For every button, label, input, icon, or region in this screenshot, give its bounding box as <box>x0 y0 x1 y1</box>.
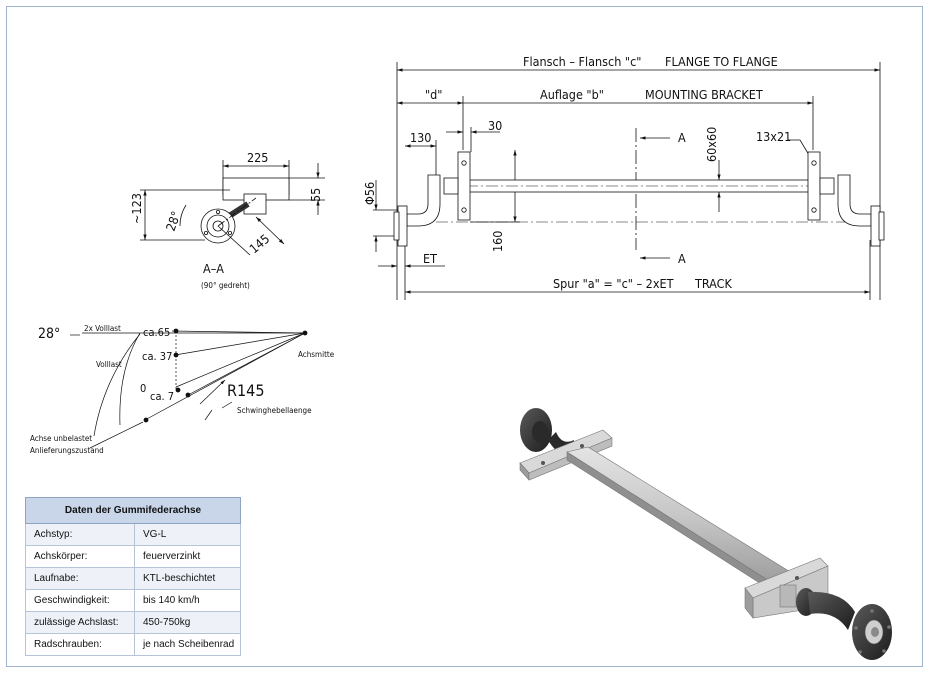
flange-label-de: Flansch – Flansch "c" <box>523 54 641 69</box>
dim-130: 130 <box>410 130 431 145</box>
table-row: Achskörper:feuerverzinkt <box>25 545 241 568</box>
table-value: 450-750kg <box>134 611 241 634</box>
section-a-top: A <box>678 130 686 145</box>
table-row: zulässige Achslast:450-750kg <box>25 611 241 634</box>
table-key: Achstyp: <box>25 523 135 546</box>
track-label-en: TRACK <box>694 276 732 291</box>
dim-30: 30 <box>488 118 502 133</box>
label-2x-full-load: 2x Volllast <box>84 324 121 333</box>
label-zero: 0 <box>140 382 146 395</box>
table-row: Achstyp:VG-L <box>25 523 241 546</box>
table-value: KTL-beschichtet <box>134 567 241 590</box>
dim-55: 55 <box>308 188 323 202</box>
label-ca37: ca. 37 <box>142 350 172 363</box>
front-view-labels: Flansch – Flansch "c" FLANGE TO FLANGE "… <box>362 54 791 291</box>
label-axle-center: Achsmitte <box>298 350 335 359</box>
table-key: Geschwindigkeit: <box>25 589 135 612</box>
section-note: (90° gedreht) <box>201 281 250 290</box>
swing-angle: 28° <box>38 326 60 342</box>
table-key: Radschrauben: <box>25 633 135 656</box>
mounting-label-en: MOUNTING BRACKET <box>645 87 763 102</box>
dim-28deg: 28° <box>163 209 184 233</box>
dim-13x21: 13x21 <box>756 129 791 144</box>
section-a-bottom: A <box>678 251 686 266</box>
table-row: Radschrauben:je nach Scheibenrad <box>25 633 241 656</box>
section-view <box>140 160 325 256</box>
front-view <box>373 62 885 300</box>
label-r145: R145 <box>227 381 264 400</box>
table-value: VG-L <box>134 523 241 546</box>
dim-phi56: Φ56 <box>362 182 377 205</box>
dim-et: ET <box>423 251 437 266</box>
table-row: Laufnabe:KTL-beschichtet <box>25 567 241 590</box>
label-unloaded-2: Anlieferungszustand <box>30 446 104 455</box>
d-label: "d" <box>425 87 442 102</box>
section-title: A–A <box>203 261 224 276</box>
table-title: Daten der Gummifederachse <box>25 497 241 524</box>
table-key: Laufnabe: <box>25 567 135 590</box>
label-ca7: ca. 7 <box>150 390 174 403</box>
mounting-label-de: Auflage "b" <box>540 87 604 102</box>
label-ca65: ca.65 <box>143 326 170 339</box>
table-row: Geschwindigkeit:bis 140 km/h <box>25 589 241 612</box>
table-value: feuerverzinkt <box>134 545 241 568</box>
table-key: zulässige Achslast: <box>25 611 135 634</box>
table-key: Achskörper: <box>25 545 135 568</box>
axle-data-table: Daten der Gummifederachse Achstyp:VG-L A… <box>25 497 241 656</box>
table-value: bis 140 km/h <box>134 589 241 612</box>
label-full-load: Volllast <box>96 360 122 369</box>
axle-3d-render <box>519 408 892 660</box>
dim-60x60: 60x60 <box>704 127 719 162</box>
swing-points <box>143 328 308 423</box>
label-unloaded-1: Achse unbelastet <box>30 434 92 443</box>
table-value: je nach Scheibenrad <box>134 633 241 656</box>
track-label-de: Spur "a" = "c" – 2xET <box>553 276 674 291</box>
dim-145: 145 <box>246 231 272 256</box>
swing-diagram <box>70 330 306 449</box>
dim-160: 160 <box>490 231 505 252</box>
swing-labels: 28° 2x Volllast ca.65 ca. 37 Volllast 0 … <box>30 324 335 455</box>
dim-123: ~123 <box>129 193 144 224</box>
flange-label-en: FLANGE TO FLANGE <box>665 54 778 69</box>
label-arm-length: Schwinghebellaenge <box>237 406 312 415</box>
dim-225: 225 <box>247 150 268 165</box>
